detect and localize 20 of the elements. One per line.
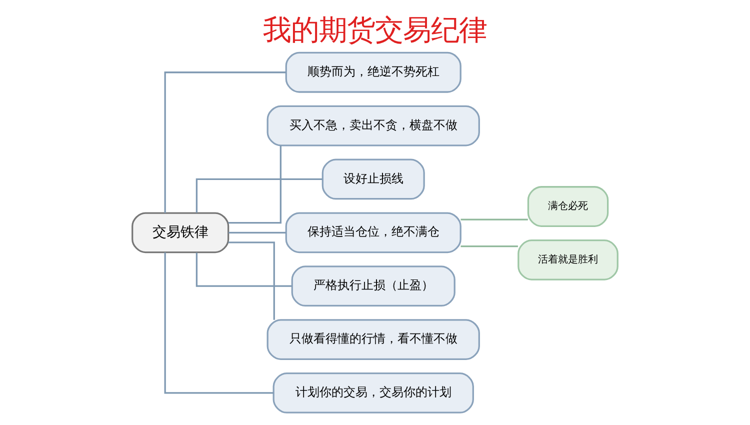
node-box: 活着就是胜利 bbox=[518, 240, 618, 280]
node-box: 顺势而为，绝逆不势死杠 bbox=[285, 52, 462, 93]
connector bbox=[228, 145, 282, 224]
node-box: 保持适当仓位，绝不满仓 bbox=[285, 212, 462, 254]
connector bbox=[196, 252, 292, 287]
connector bbox=[460, 245, 518, 248]
node-box: 计划你的交易，交易你的计划 bbox=[272, 372, 474, 414]
connector bbox=[196, 178, 322, 213]
node-box: 只做看得懂的行情，看不懂不做 bbox=[266, 319, 480, 360]
connector bbox=[228, 232, 286, 234]
node-box: 买入不急，卖出不贪，横盘不做 bbox=[266, 105, 480, 146]
node-box: 设好止损线 bbox=[322, 158, 425, 200]
connector bbox=[164, 252, 274, 394]
diagram-title: 我的期货交易纪律 bbox=[263, 13, 487, 46]
node-box: 严格执行止损（止盈） bbox=[291, 266, 456, 307]
node-box: 交易铁律 bbox=[132, 212, 230, 254]
connector bbox=[460, 218, 528, 220]
connector bbox=[164, 72, 286, 214]
connector bbox=[228, 242, 275, 320]
node-box: 满仓必死 bbox=[527, 186, 609, 227]
